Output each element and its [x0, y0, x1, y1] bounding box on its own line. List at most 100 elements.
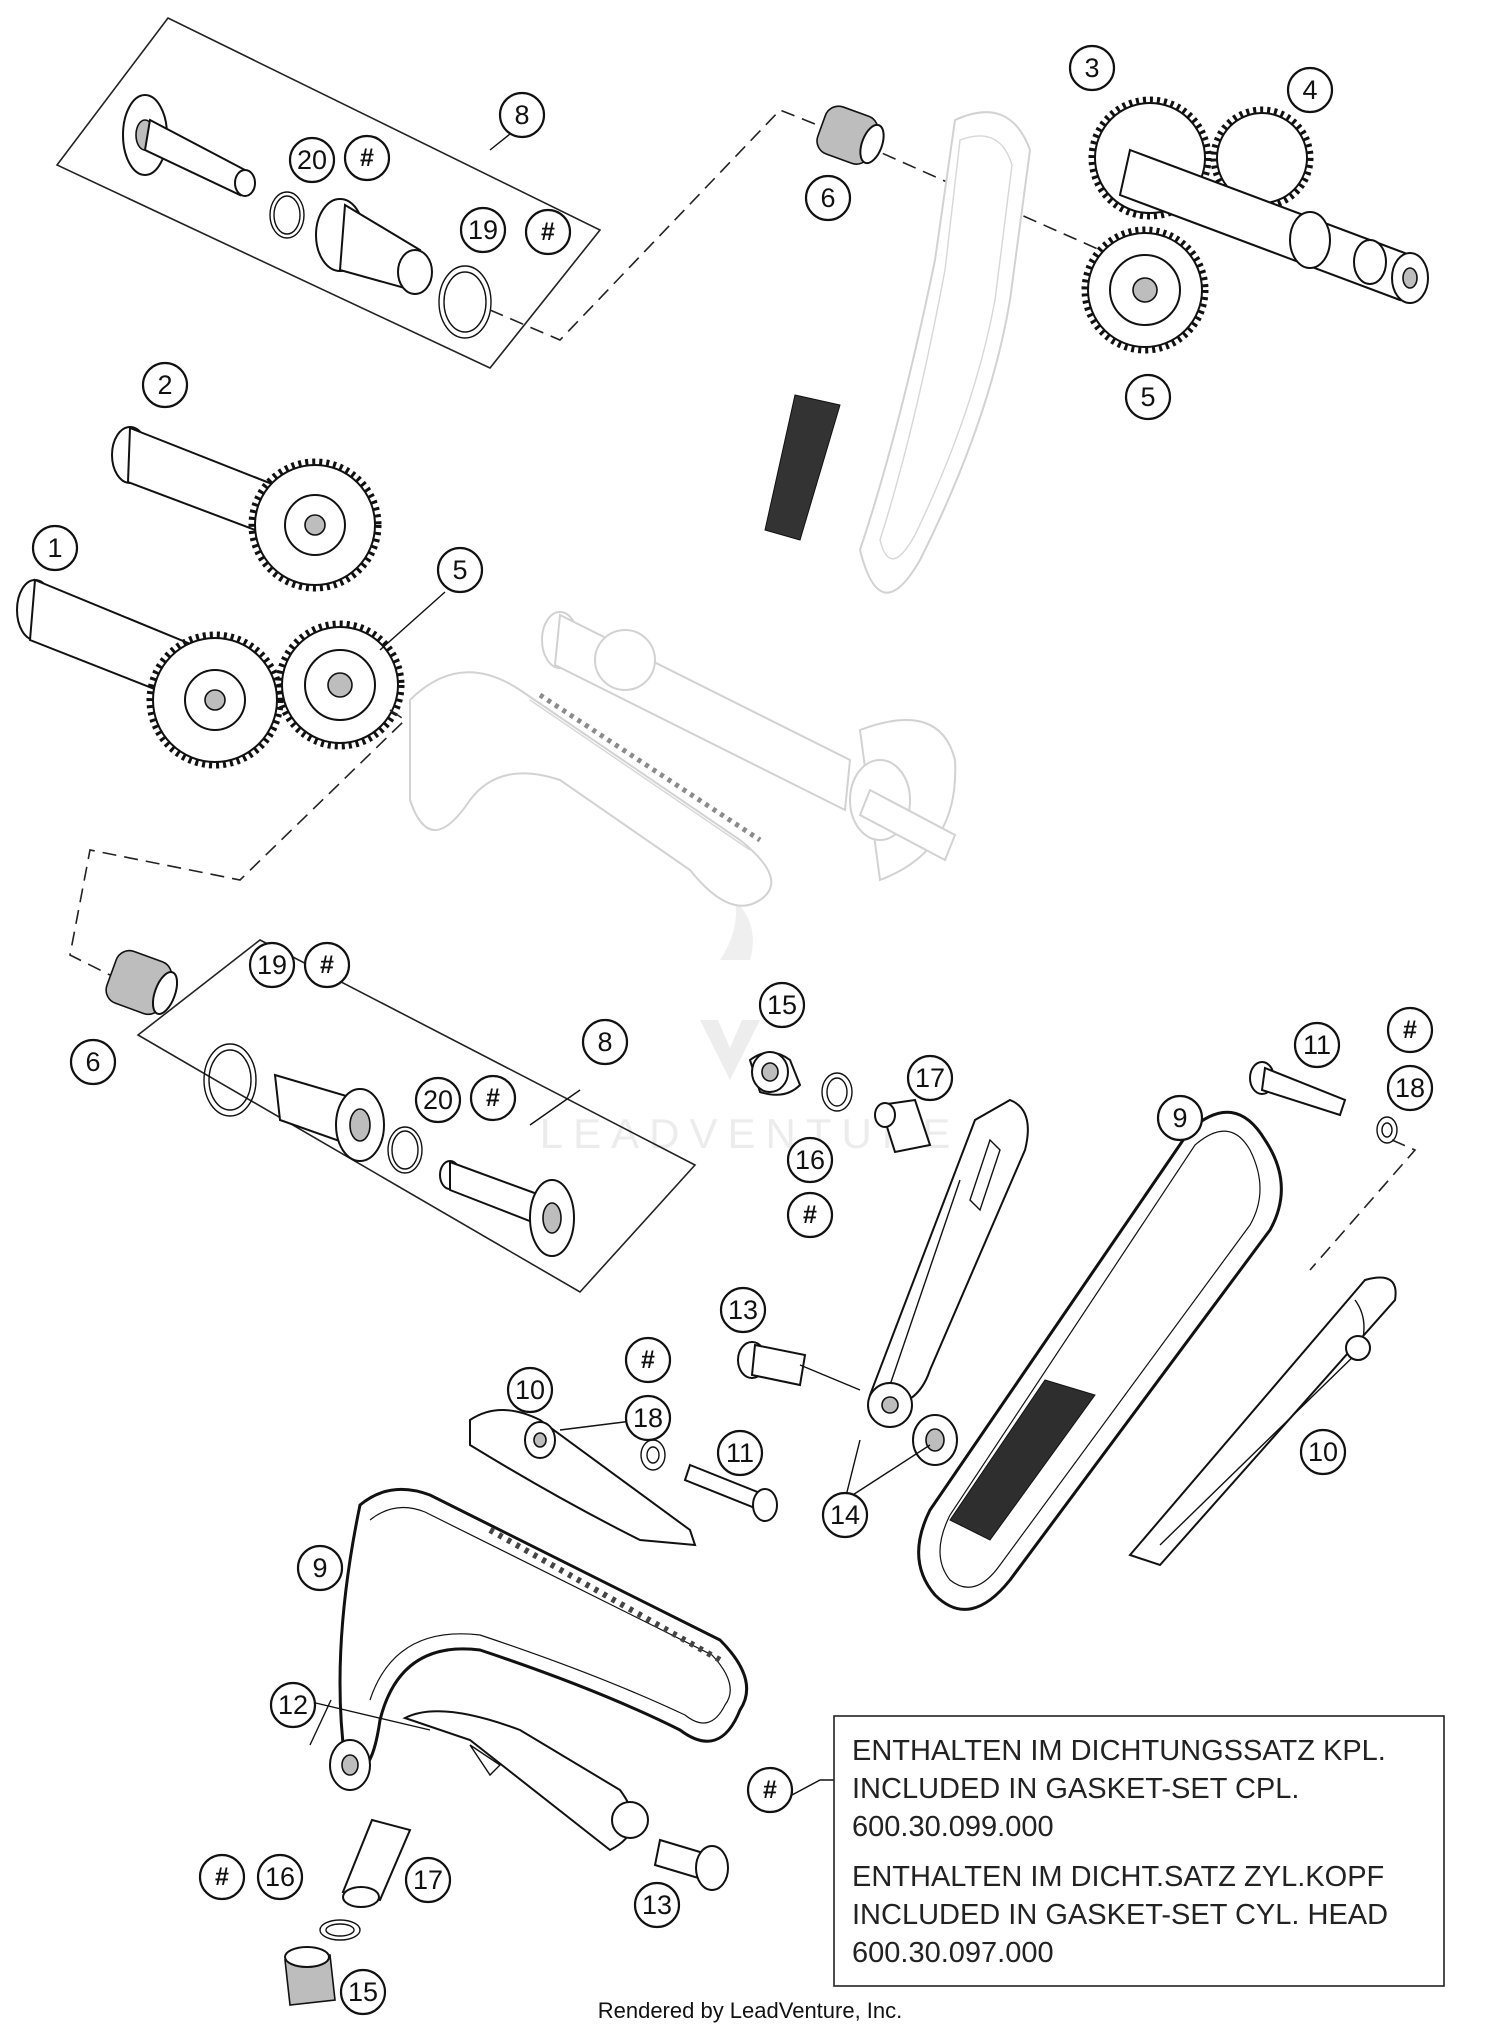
hash-callout-20-top: # — [343, 134, 391, 182]
note-line-2: INCLUDED IN GASKET-SET CPL. — [852, 1773, 1299, 1805]
callout-16-mid: 16 — [786, 1136, 834, 1184]
callout-3: 3 — [1068, 44, 1116, 92]
svg-text:18: 18 — [633, 1403, 663, 1433]
svg-text:#: # — [803, 1201, 817, 1229]
svg-text:16: 16 — [795, 1145, 825, 1175]
callout-5-left: 5 — [436, 546, 484, 594]
chain-crankshaft-ghost — [409, 611, 957, 907]
svg-text:18: 18 — [1395, 1073, 1425, 1103]
callout-11-right: 11 — [1293, 1021, 1341, 1069]
hash-callout-18-right: # — [1386, 1006, 1434, 1054]
guide-rail-left — [469, 1409, 697, 1547]
svg-text:5: 5 — [1140, 382, 1155, 412]
callout-15-mid: 15 — [758, 981, 806, 1029]
svg-text:#: # — [1403, 1016, 1417, 1044]
kit-box-top — [55, 16, 602, 369]
callout-14: 14 — [821, 1491, 869, 1539]
svg-text:9: 9 — [1172, 1103, 1187, 1133]
bolt-11-right — [1249, 1061, 1398, 1144]
svg-text:#: # — [360, 144, 374, 172]
footer-credit: Rendered by LeadVenture, Inc. — [598, 1998, 903, 2023]
timing-chain-right — [917, 1110, 1283, 1611]
callout-15-bottom: 15 — [339, 1968, 387, 2016]
svg-text:#: # — [541, 218, 555, 246]
svg-text:20: 20 — [297, 145, 327, 175]
part-6-bottom — [105, 949, 179, 1016]
callout-6-bottom: 6 — [69, 1038, 117, 1086]
note-line-6: 600.30.097.000 — [852, 1937, 1054, 1969]
svg-text:15: 15 — [348, 1977, 378, 2007]
svg-text:3: 3 — [1084, 53, 1099, 83]
svg-text:#: # — [486, 1084, 500, 1112]
gasket-set-note: ENTHALTEN IM DICHTUNGSSATZ KPL. INCLUDED… — [833, 1715, 1445, 1987]
camshaft-assembly-left — [16, 426, 405, 769]
note-line-1: ENTHALTEN IM DICHTUNGSSATZ KPL. — [852, 1735, 1386, 1767]
note-line-4: ENTHALTEN IM DICHT.SATZ ZYL.KOPF — [852, 1861, 1384, 1893]
callout-13-bottom: 13 — [633, 1881, 681, 1929]
timing-chain-left — [338, 1487, 749, 1771]
svg-text:19: 19 — [257, 950, 287, 980]
guide-rail-right — [1128, 1276, 1397, 1567]
svg-text:2: 2 — [157, 370, 172, 400]
callout-13-mid: 13 — [719, 1286, 767, 1334]
callout-18-right: 18 — [1386, 1064, 1434, 1112]
leader-lines — [302, 129, 931, 1796]
tensioner-rail-center — [867, 1098, 1029, 1428]
dash-line-left — [69, 709, 407, 976]
callout-18-left: 18 — [624, 1394, 672, 1442]
svg-text:15: 15 — [767, 990, 797, 1020]
svg-text:17: 17 — [413, 1865, 443, 1895]
hash-callout-19-bottom: # — [303, 941, 351, 989]
bolt-11-left — [640, 1439, 778, 1522]
callout-16-bottom: 16 — [256, 1853, 304, 1901]
hash-callout-19-top: # — [524, 208, 572, 256]
svg-text:9: 9 — [312, 1553, 327, 1583]
svg-text:#: # — [763, 1776, 777, 1804]
tensioner-lower — [329, 1710, 729, 1891]
svg-text:11: 11 — [1303, 1030, 1331, 1060]
callout-11-left: 11 — [716, 1429, 764, 1477]
hash-callout-16-bottom: # — [198, 1853, 246, 1901]
svg-text:6: 6 — [85, 1047, 100, 1077]
callout-2: 2 — [141, 361, 189, 409]
svg-text:16: 16 — [265, 1862, 295, 1892]
callout-17-mid: 17 — [906, 1054, 954, 1102]
note-line-3: 600.30.099.000 — [852, 1811, 1054, 1843]
callout-4: 4 — [1286, 66, 1334, 114]
callout-8-bottom: 8 — [581, 1018, 629, 1066]
callout-19-top: 19 — [459, 206, 507, 254]
callout-20-bottom: 20 — [414, 1076, 462, 1124]
callout-1: 1 — [31, 524, 79, 572]
timing-chain-upper — [764, 111, 1032, 594]
tensioner-bolt-mid — [748, 1051, 932, 1154]
dash-line-top — [489, 109, 1101, 341]
callout-10-right: 10 — [1299, 1428, 1347, 1476]
callout-20-top: 20 — [288, 136, 336, 184]
svg-text:#: # — [320, 951, 334, 979]
svg-text:12: 12 — [278, 1690, 308, 1720]
hash-callout-20-bottom: # — [469, 1074, 517, 1122]
callout-9-left: 9 — [296, 1544, 344, 1592]
svg-text:11: 11 — [726, 1438, 754, 1468]
svg-text:20: 20 — [423, 1085, 453, 1115]
note-line-5: INCLUDED IN GASKET-SET CYL. HEAD — [852, 1899, 1388, 1931]
guide-bolt-mid — [737, 1341, 958, 1466]
svg-text:1: 1 — [47, 533, 62, 563]
hash-callout-note: # — [746, 1766, 794, 1814]
svg-text:4: 4 — [1302, 75, 1317, 105]
callout-8-top: 8 — [498, 91, 546, 139]
svg-text:10: 10 — [1308, 1437, 1338, 1467]
svg-text:5: 5 — [452, 555, 467, 585]
svg-text:#: # — [215, 1863, 229, 1891]
svg-text:19: 19 — [468, 215, 498, 245]
tensioner-bolt-lower — [284, 1818, 412, 2006]
svg-text:13: 13 — [728, 1295, 758, 1325]
svg-text:8: 8 — [597, 1027, 612, 1057]
svg-text:6: 6 — [820, 183, 835, 213]
hash-callout-16-mid: # — [786, 1191, 834, 1239]
camshaft-assembly-top — [1081, 96, 1429, 354]
svg-text:17: 17 — [915, 1063, 945, 1093]
kit-box-bottom — [136, 939, 697, 1294]
svg-text:10: 10 — [515, 1375, 545, 1405]
